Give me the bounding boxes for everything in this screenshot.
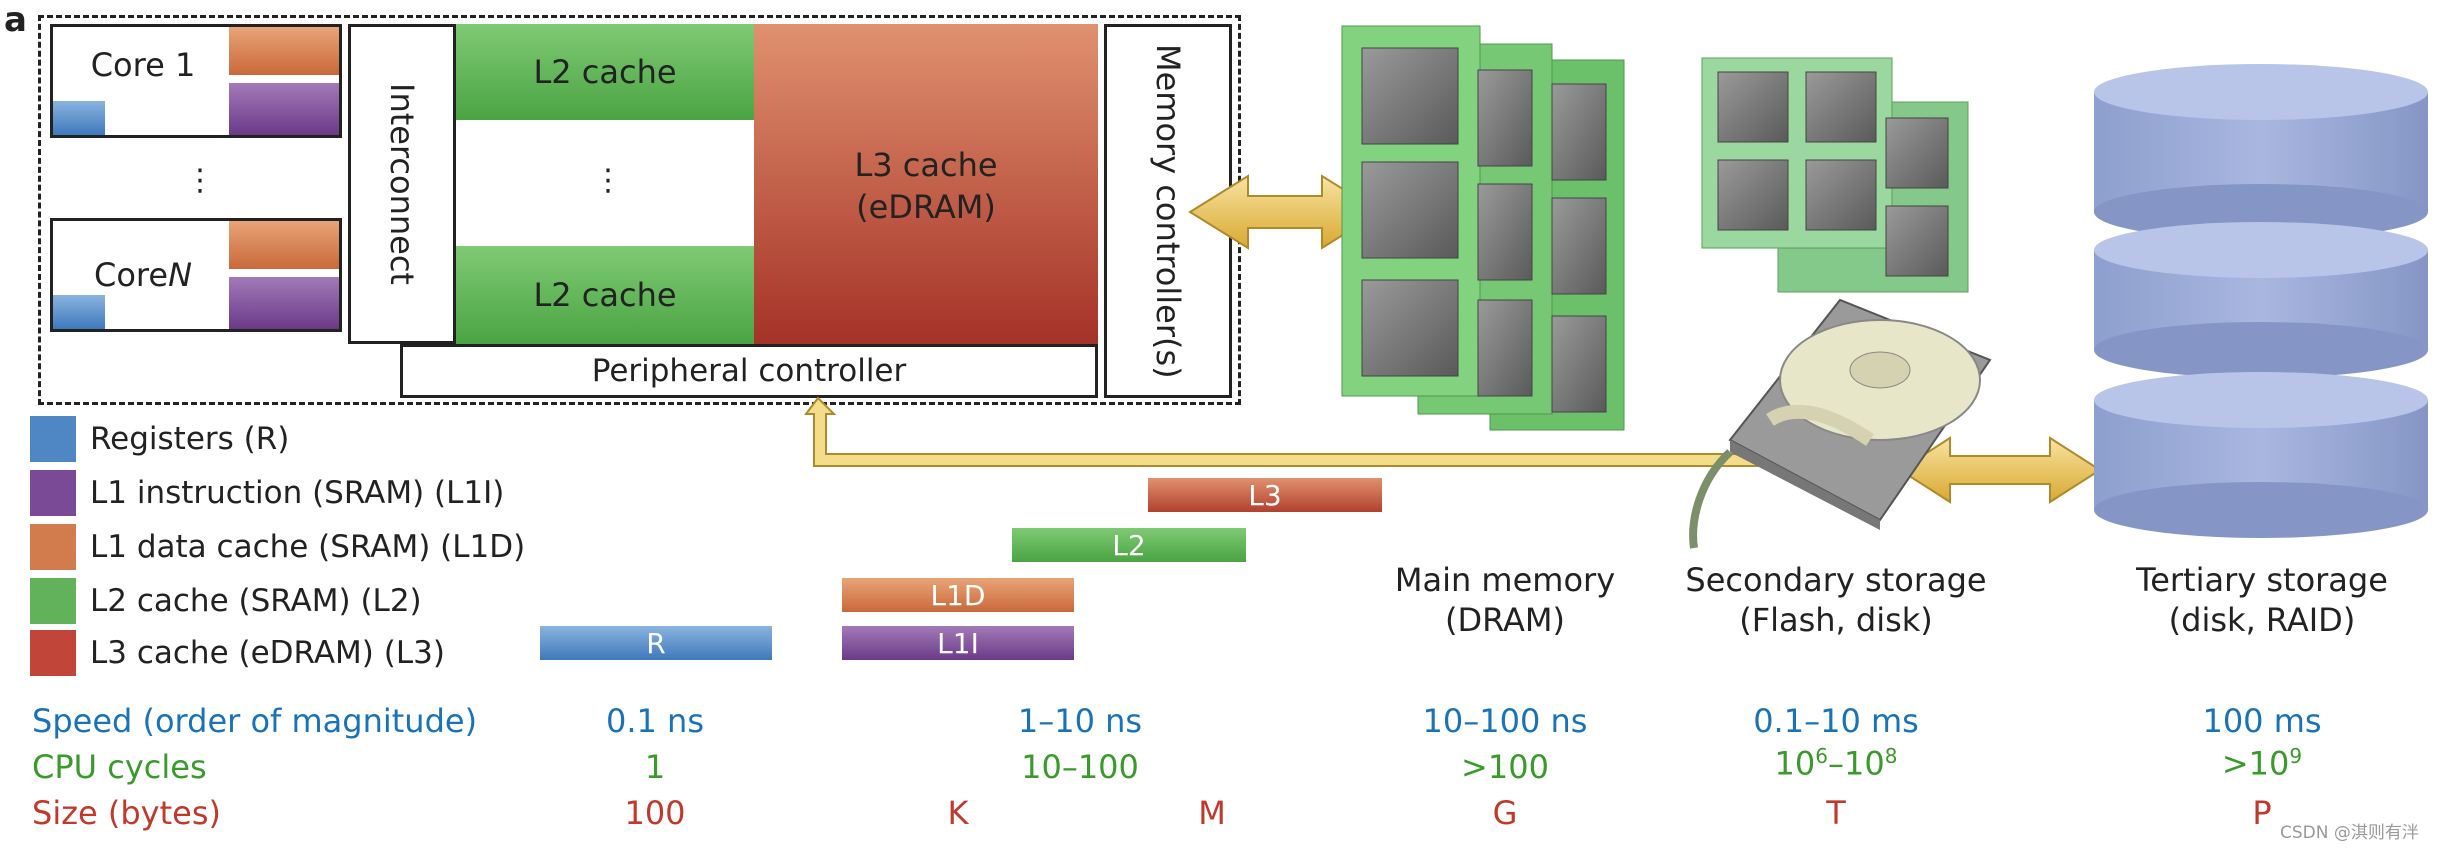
legend-label: L2 cache (SRAM) (L2) (90, 583, 422, 619)
size-k: K (947, 794, 969, 832)
legend-swatch (30, 578, 76, 624)
legend-item: L1 instruction (SRAM) (L1I) (30, 470, 505, 516)
legend-label: Registers (R) (90, 421, 290, 457)
cycles-caches: 10–100 (1021, 748, 1139, 786)
peripheral-controller: Peripheral controller (400, 344, 1098, 398)
row-label-cycles: CPU cycles (32, 748, 207, 786)
row-label-speed: Speed (order of magnitude) (32, 702, 478, 740)
l3-line-1: L3 cache (854, 146, 998, 184)
legend-swatch (30, 630, 76, 676)
size-p: P (2252, 794, 2272, 832)
cycles-registers: 1 (644, 748, 666, 786)
bar-l1i: L1I (842, 626, 1074, 660)
hard-disk (1689, 298, 1992, 549)
caption-tertiary-storage: Tertiary storage(disk, RAID) (2136, 561, 2388, 639)
core-n-registers (53, 295, 105, 329)
caption-secondary-storage: Secondary storage(Flash, disk) (1685, 561, 1987, 639)
speed-tertiary: 100 ms (2202, 702, 2322, 740)
core-1: Core 1 (50, 24, 342, 138)
core-n-label: Core N (94, 256, 192, 294)
legend-item: L1 data cache (SRAM) (L1D) (30, 524, 526, 570)
legend-label: L3 cache (eDRAM) (L3) (90, 635, 445, 671)
legend-item: Registers (R) (30, 416, 290, 462)
legend-item: L3 cache (eDRAM) (L3) (30, 630, 445, 676)
l2-cache-bottom: L2 cache (456, 246, 754, 344)
l2-ellipsis: ⋮ (593, 162, 623, 198)
interconnect: Interconnect (348, 24, 456, 344)
bar-l3: L3 (1148, 478, 1382, 512)
speed-registers: 0.1 ns (605, 702, 705, 740)
cycles-secondary: 106–108 (1774, 744, 1898, 783)
cycles-tertiary: >109 (2221, 744, 2303, 783)
size-t: T (1826, 794, 1846, 832)
speed-secondary: 0.1–10 ms (1753, 702, 1919, 740)
core-ellipsis: ⋮ (185, 162, 215, 198)
legend-swatch (30, 524, 76, 570)
core-n-l1d (229, 221, 339, 269)
core-1-label: Core 1 (90, 46, 196, 84)
speed-caches: 1–10 ns (1017, 702, 1143, 740)
legend-item: L2 cache (SRAM) (L2) (30, 578, 422, 624)
core-n: Core N (50, 218, 342, 332)
flash-modules (1701, 57, 1969, 293)
memory-controller: Memory controller(s) (1104, 24, 1232, 398)
core-1-l1i (229, 83, 339, 135)
l3-cache: L3 cache (eDRAM) (754, 24, 1098, 344)
tertiary-cylinders (2094, 64, 2428, 538)
watermark: CSDN @淇则有泮 (2280, 823, 2419, 843)
bar-registers: R (540, 626, 772, 660)
core-n-l1i (229, 277, 339, 329)
cycles-main-memory: >100 (1461, 748, 1549, 786)
dram-modules (1341, 25, 1625, 431)
bar-l2: L2 (1012, 528, 1246, 562)
l2-cache-top: L2 cache (456, 24, 754, 120)
bar-l1d: L1D (842, 578, 1074, 612)
legend-label: L1 instruction (SRAM) (L1I) (90, 475, 505, 511)
size-m: M (1198, 794, 1226, 832)
core-1-l1d (229, 27, 339, 75)
legend-label: L1 data cache (SRAM) (L1D) (90, 529, 526, 565)
speed-main-memory: 10–100 ns (1422, 702, 1588, 740)
row-label-size: Size (bytes) (32, 794, 221, 832)
l3-line-2: (eDRAM) (856, 188, 996, 226)
arrow-peripheral-storage (804, 396, 1840, 477)
core-1-registers (53, 101, 105, 135)
legend-swatch (30, 470, 76, 516)
caption-main-memory: Main memory(DRAM) (1394, 561, 1616, 639)
size-g: G (1492, 794, 1518, 832)
size-registers: 100 (624, 794, 686, 832)
legend-swatch (30, 416, 76, 462)
panel-letter: a (4, 0, 27, 40)
